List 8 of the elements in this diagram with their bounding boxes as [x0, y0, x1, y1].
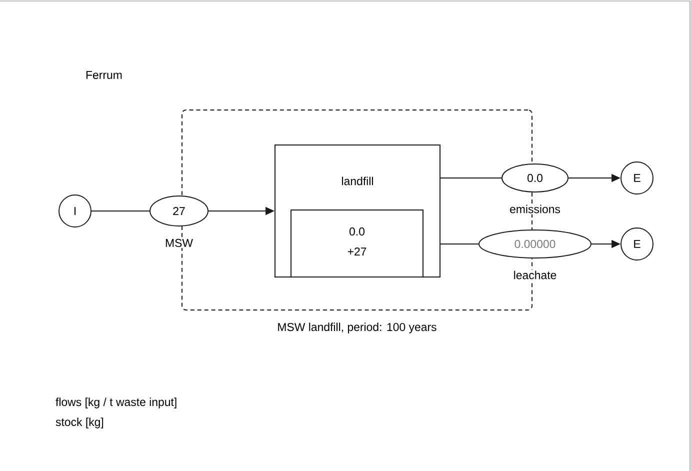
- legend-note: flows [kg / t waste input]: [56, 398, 176, 408]
- stock-box: 0.0 +27: [290, 210, 424, 278]
- node-label: MSW landfill, period: 100 years: [278, 322, 436, 334]
- flow-name: leachate: [512, 270, 558, 280]
- title: Ferrum: [86, 71, 122, 79]
- flow-name: MSW: [164, 238, 194, 248]
- legend-note: stock [kg]: [56, 418, 104, 428]
- flow-name: emissions: [508, 204, 562, 214]
